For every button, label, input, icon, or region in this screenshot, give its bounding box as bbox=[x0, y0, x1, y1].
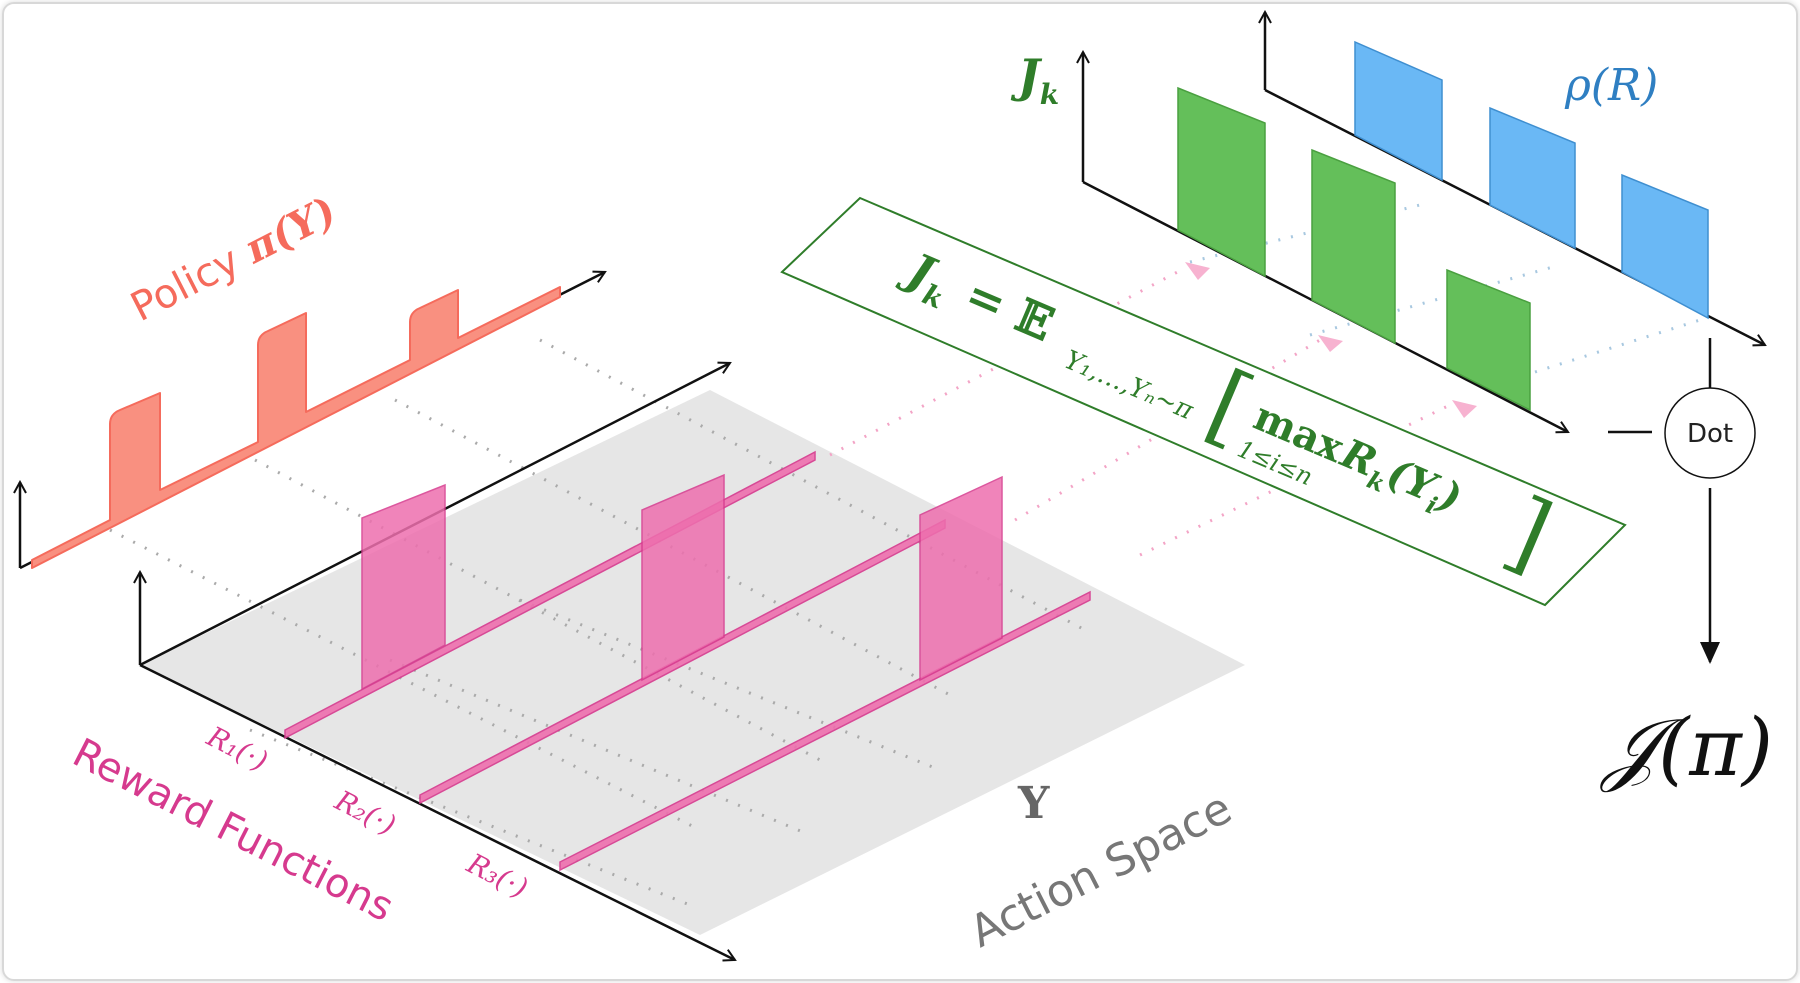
rho-bar-2 bbox=[1489, 106, 1576, 250]
jk-label: Jk bbox=[1010, 49, 1059, 111]
reward-function-3 bbox=[559, 475, 1091, 872]
rho-plot bbox=[1265, 12, 1765, 345]
action-space-label: Action Space bbox=[962, 783, 1240, 958]
reward-index-axis bbox=[139, 663, 735, 960]
policy-label: Policy π(Y) bbox=[123, 188, 343, 331]
reward-functions bbox=[284, 450, 1091, 872]
reward-2-label: R₂(·) bbox=[329, 783, 401, 841]
dot-label: Dot bbox=[1687, 419, 1733, 449]
dot-node bbox=[1664, 387, 1756, 479]
reward-1-label: R₁(·) bbox=[201, 719, 273, 777]
dot-operation bbox=[1608, 338, 1756, 664]
jk-bar-1 bbox=[1177, 86, 1266, 278]
rho-label: ρ(R) bbox=[1564, 60, 1658, 111]
pink-markers bbox=[1185, 262, 1477, 418]
jk-plot bbox=[1083, 52, 1568, 432]
guide-lines bbox=[109, 338, 1086, 907]
rho-bar-3 bbox=[1621, 173, 1709, 320]
jk-bar-2 bbox=[1311, 148, 1396, 345]
formula-box bbox=[780, 196, 1627, 607]
reward-function-2 bbox=[419, 473, 946, 805]
policy-distribution bbox=[31, 286, 561, 569]
policy-plot bbox=[20, 272, 605, 570]
jk-bar-3 bbox=[1446, 268, 1531, 412]
rho-bar-1 bbox=[1354, 40, 1443, 182]
objective-label: 𝒥(π) bbox=[1599, 701, 1773, 794]
action-space-symbol: Y bbox=[1017, 778, 1050, 829]
